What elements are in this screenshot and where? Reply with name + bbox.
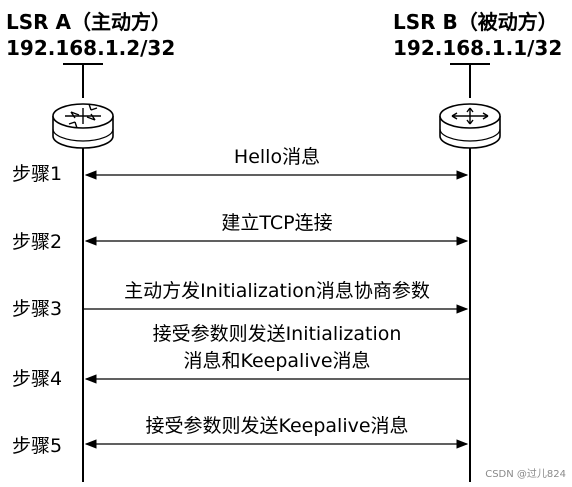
lsr-a-title: LSR A（主动方）: [6, 10, 171, 34]
router-icon: [52, 103, 114, 149]
lsr-b-title: LSR B（被动方）: [393, 10, 558, 34]
step1-label: 步骤1: [12, 163, 63, 185]
step3-message: 主动方发Initialization消息协商参数: [124, 280, 430, 302]
watermark: CSDN @过儿824: [485, 469, 566, 480]
step1-message: Hello消息: [233, 146, 321, 168]
step4-label: 步骤4: [12, 368, 63, 390]
step2-message: 建立TCP连接: [221, 212, 333, 234]
step3-label: 步骤3: [12, 298, 63, 320]
router-icon: [439, 103, 501, 149]
step5-message: 接受参数则发送Keepalive消息: [145, 415, 409, 437]
step4-message-line2: 消息和Keepalive消息: [183, 350, 371, 372]
step4-message-line1: 接受参数则发送Initialization: [152, 323, 402, 345]
step5-label: 步骤5: [12, 435, 63, 457]
lsr-a-ip: 192.168.1.2/32: [6, 36, 176, 60]
lsr-b-ip: 192.168.1.1/32: [393, 36, 563, 60]
step2-label: 步骤2: [12, 231, 63, 253]
